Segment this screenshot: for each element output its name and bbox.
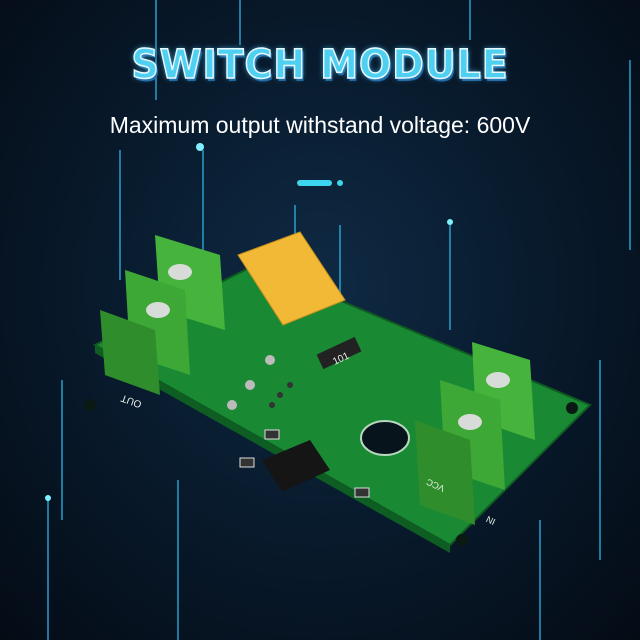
out-label: OUT bbox=[120, 392, 144, 410]
banner-title: SWITCH MODULE bbox=[131, 41, 509, 89]
mounting-hole bbox=[360, 420, 410, 456]
in-label: IN bbox=[485, 514, 497, 527]
in-terminal-block bbox=[415, 342, 535, 525]
capacitor bbox=[237, 231, 346, 326]
banner-subtitle: Maximum output withstand voltage: 600V bbox=[109, 112, 531, 138]
optocoupler-chip bbox=[262, 440, 330, 492]
carousel-indicator-active[interactable] bbox=[297, 180, 332, 186]
resistor bbox=[316, 336, 362, 370]
carousel-indicator[interactable] bbox=[337, 180, 343, 186]
out-terminal-block bbox=[100, 235, 225, 395]
